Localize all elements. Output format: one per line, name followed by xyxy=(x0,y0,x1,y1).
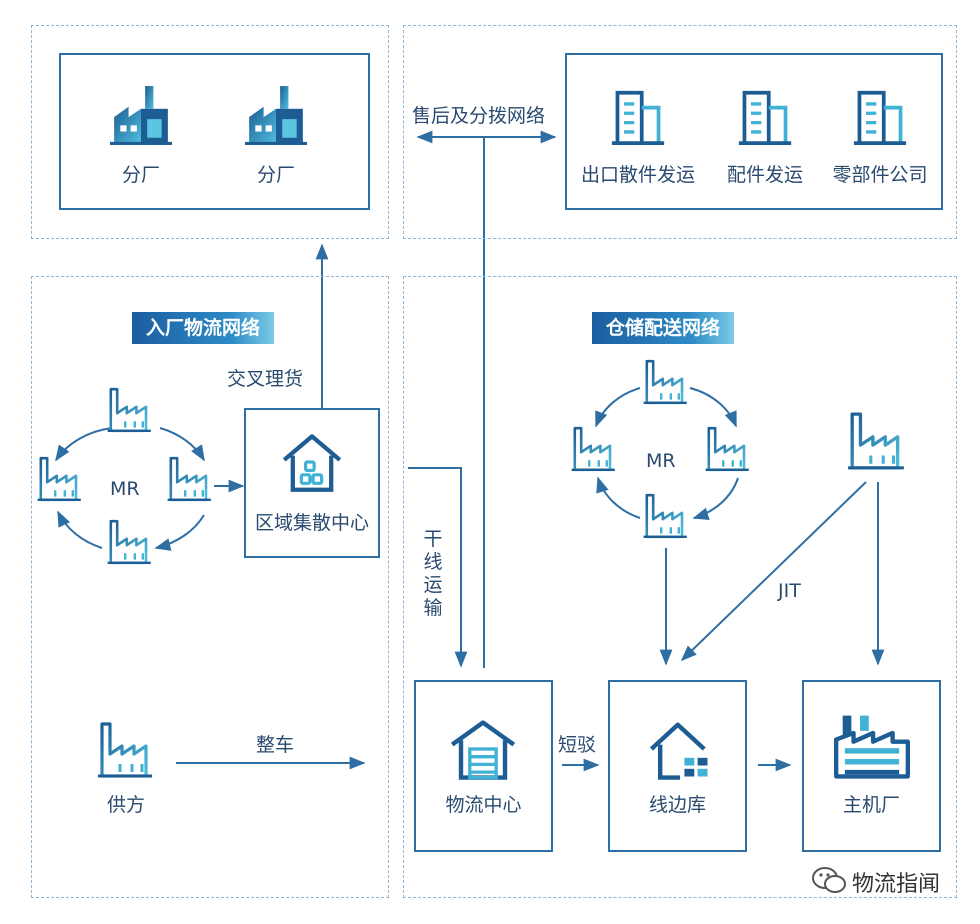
line-side-warehouse-icon xyxy=(644,716,716,782)
oem-label: 主机厂 xyxy=(842,794,900,816)
warehouse-mr-label: MR xyxy=(646,450,676,472)
building-icon xyxy=(737,86,793,148)
warehouse-mr-arc-2 xyxy=(689,387,737,428)
zone-branch-factories xyxy=(31,25,389,239)
supplier-factory-icon xyxy=(36,456,83,502)
line-side-label: 线边库 xyxy=(648,794,706,816)
supplier-factory-icon xyxy=(642,359,689,405)
inbound-mr-label: MR xyxy=(110,478,140,500)
inbound-network-tag: 入厂物流网络 xyxy=(132,312,275,344)
supplier-factory-icon xyxy=(570,426,617,472)
cross-dock-label: 交叉理货 xyxy=(227,368,304,390)
supplier-factory-icon xyxy=(704,426,751,472)
parts-shipping-label: 配件发运 xyxy=(726,164,803,186)
building-icon xyxy=(610,86,666,148)
garage-icon xyxy=(448,716,518,782)
branch-factory-label: 分厂 xyxy=(121,164,160,186)
supplier-factory-icon xyxy=(166,456,213,502)
jit-supplier-factory-icon xyxy=(846,412,906,470)
supplier-label: 供方 xyxy=(106,794,145,816)
trunk-transport-arrow xyxy=(408,467,468,668)
branch-factory-icon xyxy=(110,86,172,145)
inbound-mr-arc-2 xyxy=(159,427,205,462)
inbound-mr-arc-4 xyxy=(57,510,103,549)
warehouse-mr-arc-4 xyxy=(596,476,641,519)
supplier-factory-icon xyxy=(106,387,153,433)
rdc-label: 区域集散中心 xyxy=(254,512,369,534)
supplier-factory-icon xyxy=(642,493,689,539)
parts-company-label: 零部件公司 xyxy=(832,164,928,186)
warehouse-mr-arc-1 xyxy=(595,387,641,428)
watermark-text: 物流指闻 xyxy=(852,872,941,897)
logistics-center-label: 物流中心 xyxy=(445,794,522,816)
inbound-mr-arc-1 xyxy=(55,427,113,462)
trunk-transport-label: 干线运输 xyxy=(423,528,443,619)
short-haul-label: 短驳 xyxy=(558,734,597,756)
line-side-box[interactable] xyxy=(608,680,747,852)
branch-factory-label: 分厂 xyxy=(256,164,295,186)
oem-box[interactable] xyxy=(802,680,941,852)
aftersales-network-label: 售后及分拨网络 xyxy=(412,105,546,127)
zone-warehouse xyxy=(403,276,957,898)
warehouse-network-tag: 仓储配送网络 xyxy=(592,312,735,344)
wechat-icon xyxy=(812,867,846,893)
supplier-factory-icon xyxy=(106,519,153,565)
inbound-mr-arc-3 xyxy=(154,514,205,551)
building-icon xyxy=(852,86,908,148)
warehouse-house-icon xyxy=(280,430,344,494)
zone-inbound xyxy=(31,276,389,898)
oem-plant-icon xyxy=(834,712,910,780)
supplier-factory-icon xyxy=(96,722,154,778)
export-shipping-label: 出口散件发运 xyxy=(580,164,695,186)
jit-arrow xyxy=(680,481,867,662)
branch-factory-icon xyxy=(245,86,307,145)
branch-factories-box xyxy=(59,53,370,210)
warehouse-mr-arc-3 xyxy=(692,477,739,520)
jit-label: JIT xyxy=(778,580,801,602)
full-truck-label: 整车 xyxy=(256,734,295,756)
zone-aftersales xyxy=(403,25,957,239)
